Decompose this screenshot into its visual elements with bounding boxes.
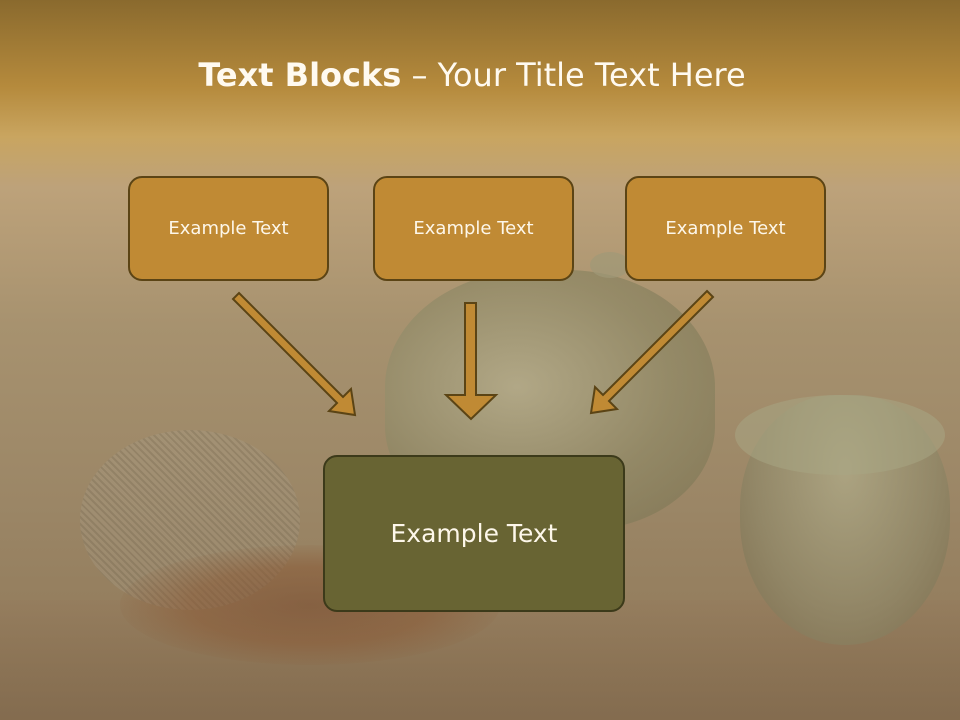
background-bowl-rim [735,395,945,475]
text-block-1[interactable]: Example Text [128,176,329,281]
slide-title: Text Blocks – Your Title Text Here [0,52,944,98]
text-block-2[interactable]: Example Text [373,176,574,281]
text-block-1-label: Example Text [168,218,289,239]
title-bold: Text Blocks [198,56,402,94]
title-rest: – Your Title Text Here [401,56,746,94]
text-block-2-label: Example Text [413,218,534,239]
text-block-3-label: Example Text [665,218,786,239]
arrow-down-left [589,289,715,415]
background-teapot-lid [590,252,630,278]
text-block-3[interactable]: Example Text [625,176,826,281]
main-text-block[interactable]: Example Text [323,455,625,612]
arrow-down [443,302,499,421]
main-text-block-label: Example Text [390,519,558,548]
arrow-down-right [231,291,357,417]
